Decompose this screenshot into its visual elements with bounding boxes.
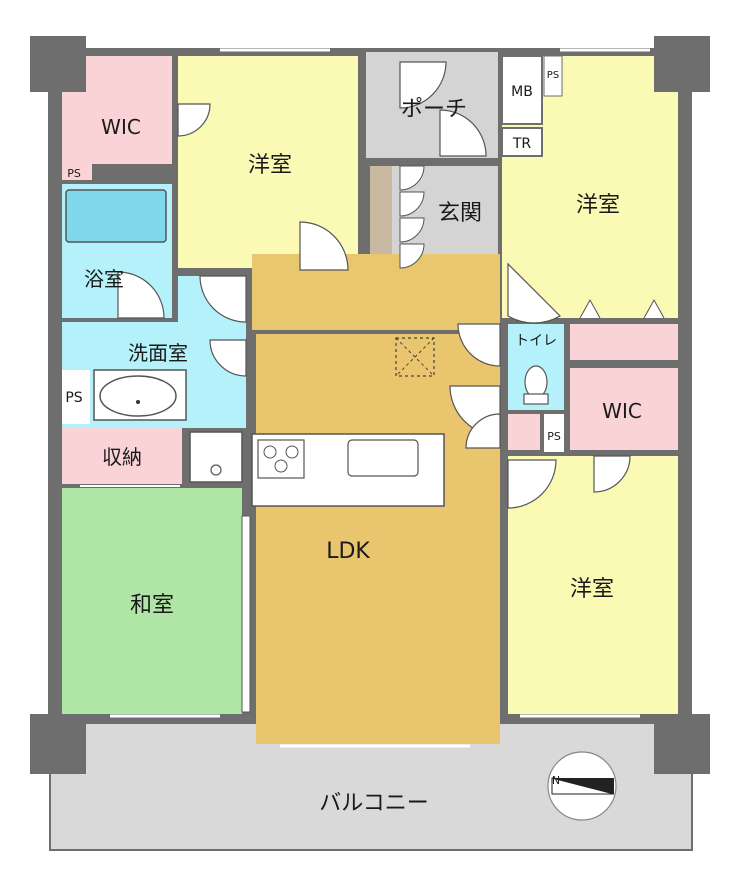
- tr-label: TR: [512, 136, 532, 152]
- western-right-bottom-label: 洋室: [570, 577, 614, 602]
- western-top-label: 洋室: [248, 153, 292, 178]
- toilet-tank: [523, 393, 549, 405]
- burner-3: [274, 459, 288, 473]
- japanese-room-label: 和室: [130, 593, 174, 618]
- ps-left-label: PS: [65, 390, 82, 406]
- western-right-top-label: 洋室: [576, 193, 620, 218]
- ps-right-area: [544, 414, 564, 452]
- washer-drain: [210, 464, 222, 476]
- toilet-label: トイレ: [515, 333, 557, 349]
- compass-north-label: N: [552, 774, 560, 787]
- entrance-label: 玄関: [438, 201, 482, 226]
- bath-label: 浴室: [84, 267, 124, 291]
- kitchen-sink: [347, 439, 419, 477]
- ps-right-label: PS: [547, 430, 561, 443]
- burner-1: [263, 445, 277, 459]
- pillar-br: [654, 714, 710, 774]
- wic-right-label: WIC: [602, 399, 642, 423]
- ps-left-area: [62, 370, 90, 424]
- mb-box: [501, 55, 543, 125]
- ps-top-box: [543, 55, 563, 97]
- tub: [65, 189, 167, 243]
- ps-small-area: [62, 164, 92, 180]
- balcony-label: バルコニー: [319, 791, 429, 816]
- pillar-tr: [654, 36, 710, 92]
- pillar-tl: [30, 36, 86, 92]
- compass-icon: [547, 751, 617, 821]
- burner-2: [285, 445, 299, 459]
- ps-small-label: PS: [67, 167, 81, 180]
- small-pink: [508, 414, 540, 450]
- storage-label: 収納: [102, 445, 142, 469]
- closet-strip: [570, 324, 678, 360]
- tr-box: [501, 127, 543, 157]
- sink-basin: [99, 375, 177, 417]
- drain: [136, 400, 140, 404]
- washroom-label: 洗面室: [128, 341, 188, 365]
- porch-label: ポーチ: [401, 97, 467, 122]
- ps-top-label: PS: [547, 70, 559, 81]
- japanese-room-area: [62, 488, 242, 714]
- ceiling-hatch: [395, 337, 435, 377]
- entrance-step: [370, 166, 392, 270]
- sliding-door: [241, 515, 251, 713]
- wic-left-label: WIC: [101, 115, 141, 139]
- pillar-bl: [30, 714, 86, 774]
- ldk-label: LDK: [326, 539, 370, 564]
- wic-right-area: [570, 368, 678, 450]
- toilet-bowl: [524, 365, 548, 399]
- mb-label: MB: [511, 84, 533, 100]
- hall-area: [252, 254, 500, 330]
- storage-area: [62, 428, 182, 484]
